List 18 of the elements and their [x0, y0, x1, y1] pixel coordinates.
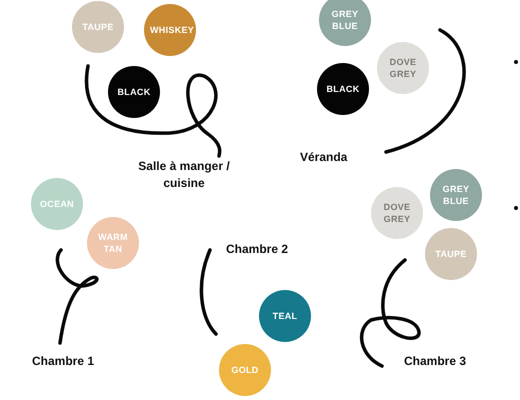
color-swatch-circle: GREY BLUE — [319, 0, 371, 46]
color-swatch-circle: GOLD — [219, 344, 271, 396]
room-label: Véranda — [300, 149, 348, 166]
color-swatch-circle: WHISKEY — [144, 4, 196, 56]
color-swatch-circle: DOVE GREY — [377, 42, 429, 94]
room-label: Chambre 1 — [32, 353, 94, 370]
room-label: Salle à manger / cuisine — [137, 158, 231, 192]
color-swatch-circle: WARM TAN — [87, 217, 139, 269]
color-swatch-circle: BLACK — [317, 63, 369, 115]
color-swatch-circle: TAUPE — [425, 228, 477, 280]
room-label: Chambre 2 — [226, 241, 288, 258]
color-swatch-circle: TAUPE — [72, 1, 124, 53]
color-swatch-circle: TEAL — [259, 290, 311, 342]
color-swatch-circle: DOVE GREY — [371, 187, 423, 239]
color-swatch-circle: BLACK — [108, 66, 160, 118]
room-label: Chambre 3 — [404, 353, 466, 370]
color-swatch-circle: GREY BLUE — [430, 169, 482, 221]
color-swatch-circle: OCEAN — [31, 178, 83, 230]
